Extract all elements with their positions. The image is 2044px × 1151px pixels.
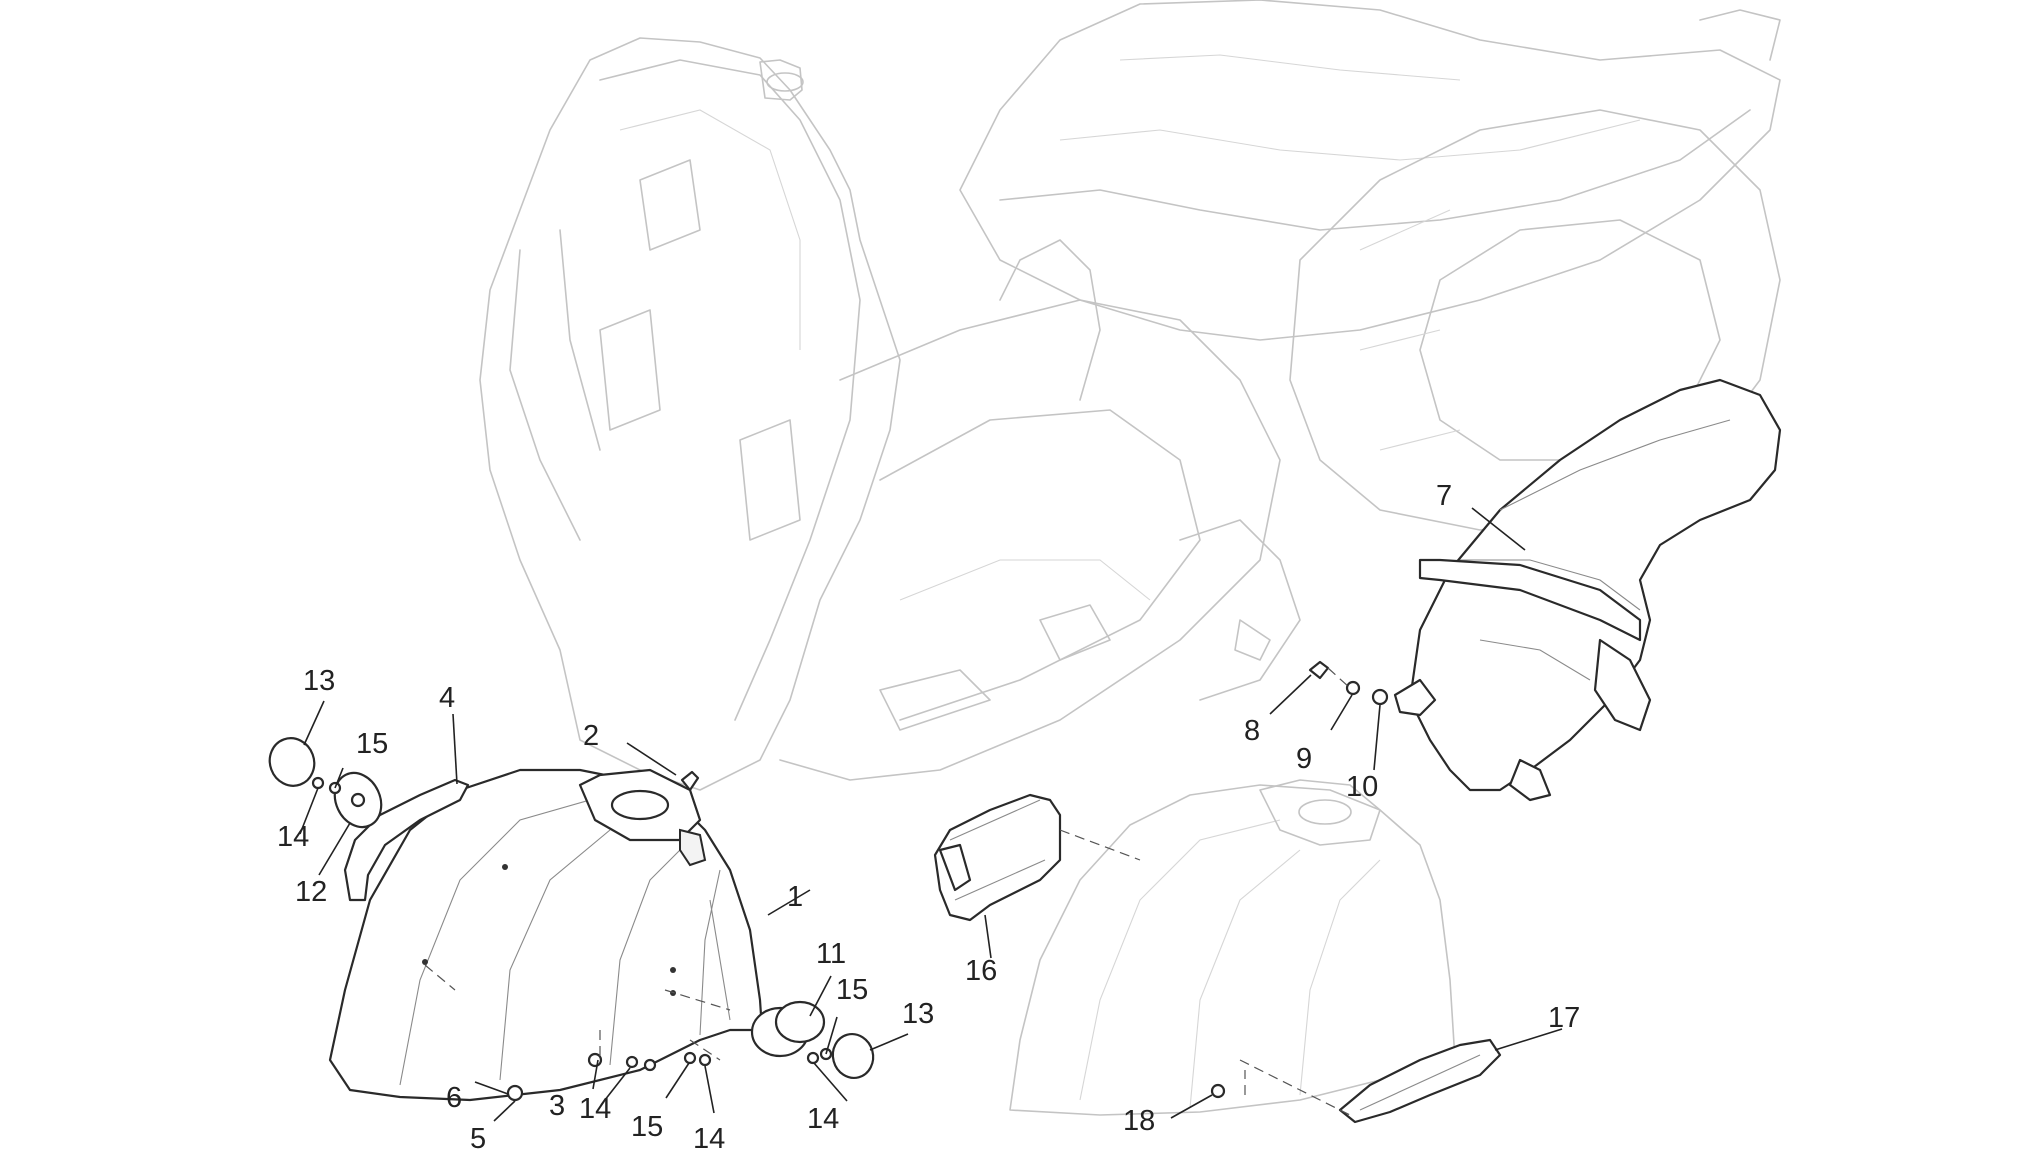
- callout-15-c: 15: [836, 974, 868, 1006]
- callout-3: 3: [549, 1090, 565, 1122]
- air-duct-upper: [933, 793, 1062, 922]
- callout-11: 11: [816, 938, 846, 970]
- callout-13-left: 13: [303, 665, 335, 697]
- callout-4: 4: [439, 682, 455, 714]
- rear-mudguard: [1393, 378, 1782, 802]
- callout-6: 6: [446, 1082, 462, 1114]
- callout-8: 8: [1244, 715, 1260, 747]
- callout-2: 2: [583, 720, 599, 752]
- callout-7: 7: [1436, 480, 1452, 512]
- callout-9: 9: [1296, 743, 1312, 775]
- assembly-lines: [424, 667, 1351, 1116]
- callout-10: 10: [1346, 771, 1378, 803]
- callout-16: 16: [965, 955, 997, 987]
- gasket: [343, 778, 470, 902]
- callout-14-c: 14: [693, 1123, 725, 1151]
- callout-5: 5: [470, 1123, 486, 1151]
- leader-lines: [299, 507, 1563, 1122]
- callout-15-a: 15: [356, 728, 388, 760]
- air-duct-lower: [1338, 1038, 1502, 1124]
- callouts: 1 2 3 4 5 6 7 8 9 10 11 12 13 13 14 14 1…: [277, 480, 1580, 1151]
- callout-14-a: 14: [277, 821, 309, 853]
- callout-12: 12: [295, 876, 327, 908]
- front-mudguard-ghost: [1009, 779, 1456, 1116]
- front-mudguard: [328, 768, 764, 1102]
- callout-15-b: 15: [631, 1111, 663, 1143]
- callout-17: 17: [1548, 1002, 1580, 1034]
- callout-13-right: 13: [902, 998, 934, 1030]
- callout-18: 18: [1123, 1105, 1155, 1137]
- callout-14-d: 14: [807, 1103, 839, 1135]
- callout-1: 1: [787, 881, 803, 913]
- callout-14-b: 14: [579, 1093, 611, 1125]
